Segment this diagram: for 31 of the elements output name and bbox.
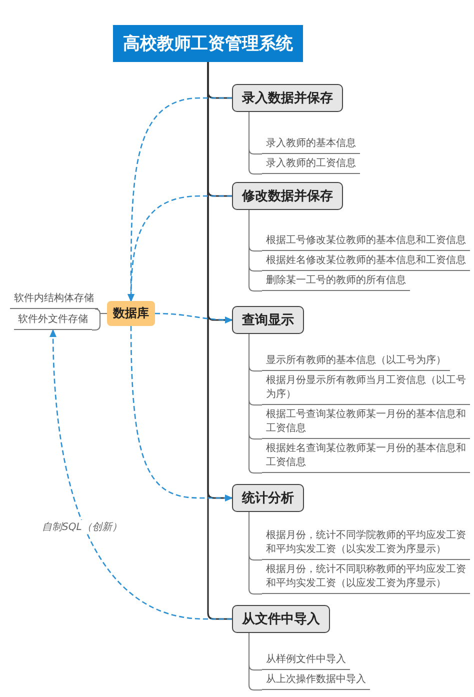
connector-line — [248, 632, 262, 690]
dashed-arrow — [130, 326, 233, 502]
subtopic-item: 软件外文件存储 — [14, 311, 92, 330]
connector-line — [248, 112, 262, 174]
subtopic-item: 软件内结构体存储 — [10, 290, 98, 309]
subtopic-item: 根据月份显示所有教师当月工资信息（以工号为序） — [262, 372, 470, 405]
dashed-arrow — [154, 312, 233, 324]
topic-box: 修改数据并保存 — [232, 182, 343, 210]
connector-line — [248, 334, 262, 474]
connector-line — [92, 313, 108, 330]
subtopic-item: 根据姓名修改某位教师的基本信息和工资信息 — [262, 252, 470, 271]
subtopic-item: 从上次操作数据中导入 — [262, 671, 370, 690]
subtopic-item: 根据月份，统计不同学院教师的平均应发工资和平均实发工资（以实发工资为序显示） — [262, 527, 470, 560]
subtopic-item: 显示所有教师的基本信息（以工号为序） — [262, 352, 450, 371]
topic-box: 查询显示 — [232, 306, 304, 334]
subtopic-item: 录入教师的工资信息 — [262, 155, 360, 174]
topic-box: 从文件中导入 — [232, 605, 330, 633]
topic-box: 统计分析 — [232, 484, 304, 512]
topic-box: 录入数据并保存 — [232, 84, 343, 112]
title-box: 高校教师工资管理系统 — [113, 25, 303, 62]
subtopic-item: 录入教师的基本信息 — [262, 135, 360, 154]
subtopic-item: 根据姓名查询某位教师某一月份的基本信息和工资信息 — [262, 440, 470, 473]
dashed-arrow — [50, 329, 232, 620]
subtopic-item: 根据月份，统计不同职称教师的平均应发工资和平均实发工资（以应发工资为序显示） — [262, 561, 470, 594]
subtopic-item: 从样例文件中导入 — [262, 651, 350, 670]
subtopic-item: 删除某一工号的教师的所有信息 — [262, 272, 410, 291]
database-box: 数据库 — [107, 301, 155, 326]
connector-line — [248, 210, 262, 292]
subtopic-item: 根据工号查询某位教师某一月份的基本信息和工资信息 — [262, 406, 470, 439]
subtopic-item: 根据工号修改某位教师的基本信息和工资信息 — [262, 232, 470, 251]
dashed-arrow — [128, 195, 232, 302]
